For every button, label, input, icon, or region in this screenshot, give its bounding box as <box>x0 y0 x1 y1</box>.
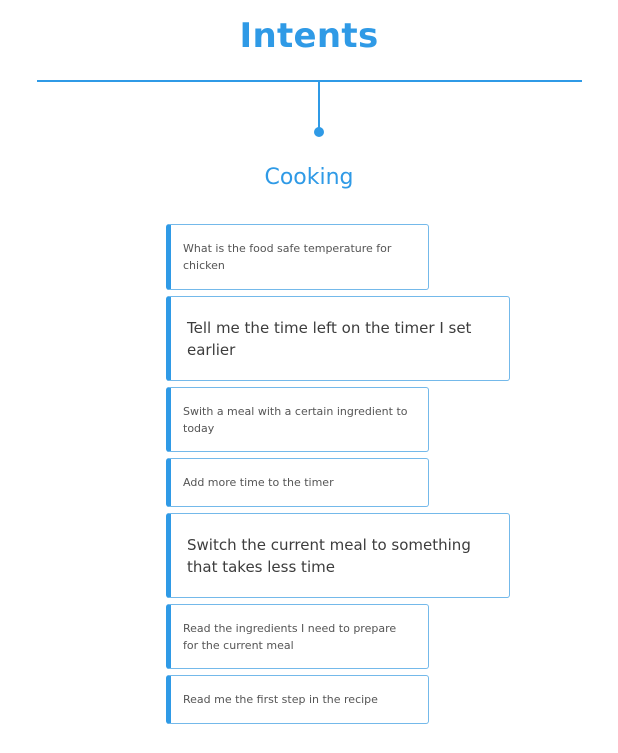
intent-card[interactable]: Switch the current meal to something tha… <box>166 513 510 598</box>
title-divider <box>37 80 582 82</box>
intent-text: Swith a meal with a certain ingredient t… <box>183 404 408 435</box>
page-title: Intents <box>239 16 379 56</box>
intent-card[interactable]: Add more time to the timer <box>166 458 429 507</box>
intent-card[interactable]: What is the food safe temperature for ch… <box>166 224 429 290</box>
connector-node <box>314 127 324 137</box>
intent-card[interactable]: Read the ingredients I need to prepare f… <box>166 604 429 669</box>
intent-card[interactable]: Read me the first step in the recipe <box>166 675 429 724</box>
connector-line <box>318 81 320 129</box>
intent-text: Add more time to the timer <box>183 476 334 489</box>
intent-text: Tell me the time left on the timer I set… <box>187 318 472 359</box>
intent-card[interactable]: Tell me the time left on the timer I set… <box>166 296 510 381</box>
intent-text: Read the ingredients I need to prepare f… <box>183 621 397 652</box>
intent-text: What is the food safe temperature for ch… <box>183 242 392 272</box>
category-heading: Cooking <box>264 165 354 190</box>
intent-card[interactable]: Swith a meal with a certain ingredient t… <box>166 387 429 452</box>
intent-text: Read me the first step in the recipe <box>183 693 378 706</box>
intent-text: Switch the current meal to something tha… <box>187 535 471 576</box>
